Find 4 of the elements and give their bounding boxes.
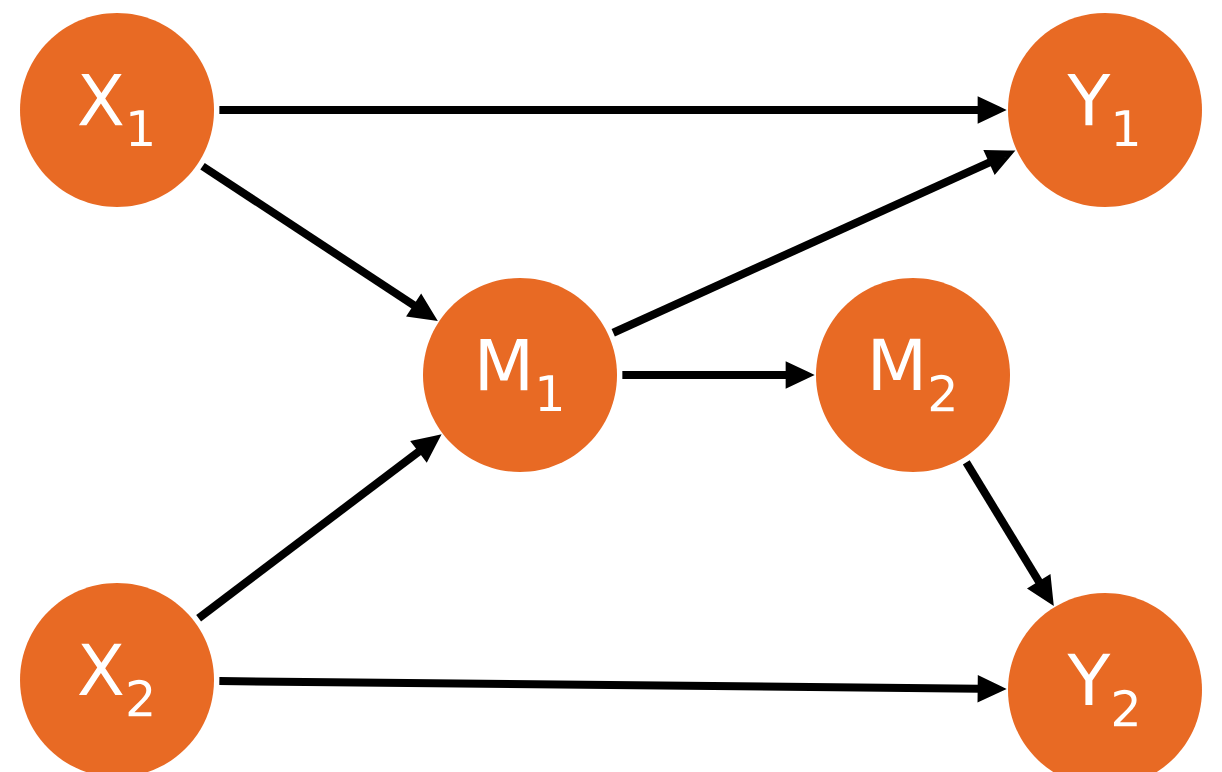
circle-node: M$_{1}$	[423, 278, 617, 472]
circle-node: Y$_{1}$	[1008, 13, 1202, 207]
circle-node: X$_{1}$	[20, 13, 214, 207]
circle-node: M$_{2}$	[816, 278, 1010, 472]
